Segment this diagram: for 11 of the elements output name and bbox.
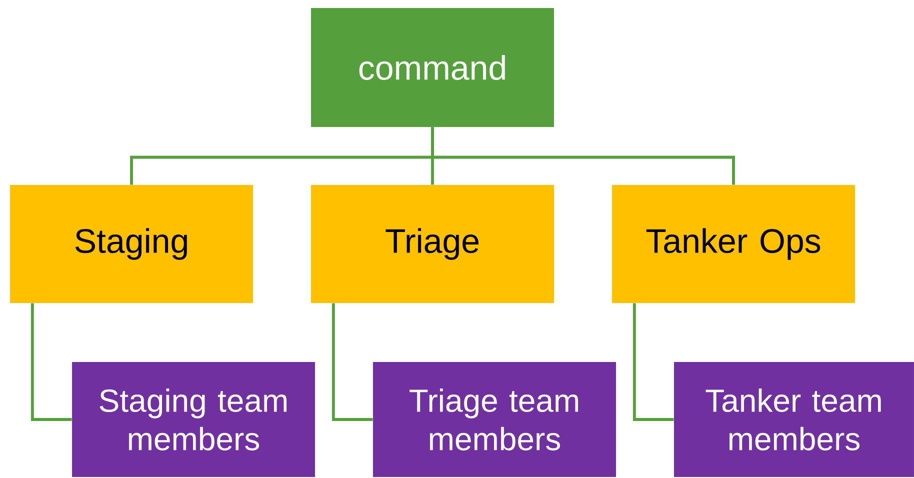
command-box: command xyxy=(311,8,554,127)
connector-line xyxy=(30,303,72,421)
unit-box: Tanker Ops xyxy=(612,185,855,303)
unit-box: Staging xyxy=(10,185,253,303)
team-box: Staging team members xyxy=(72,362,315,477)
team-box: Tanker team members xyxy=(674,362,914,477)
unit-box: Triage xyxy=(311,185,554,303)
team-box: Triage team members xyxy=(373,362,616,477)
connector-line xyxy=(431,127,735,185)
connector-line xyxy=(632,303,674,421)
connector-line xyxy=(332,303,373,421)
